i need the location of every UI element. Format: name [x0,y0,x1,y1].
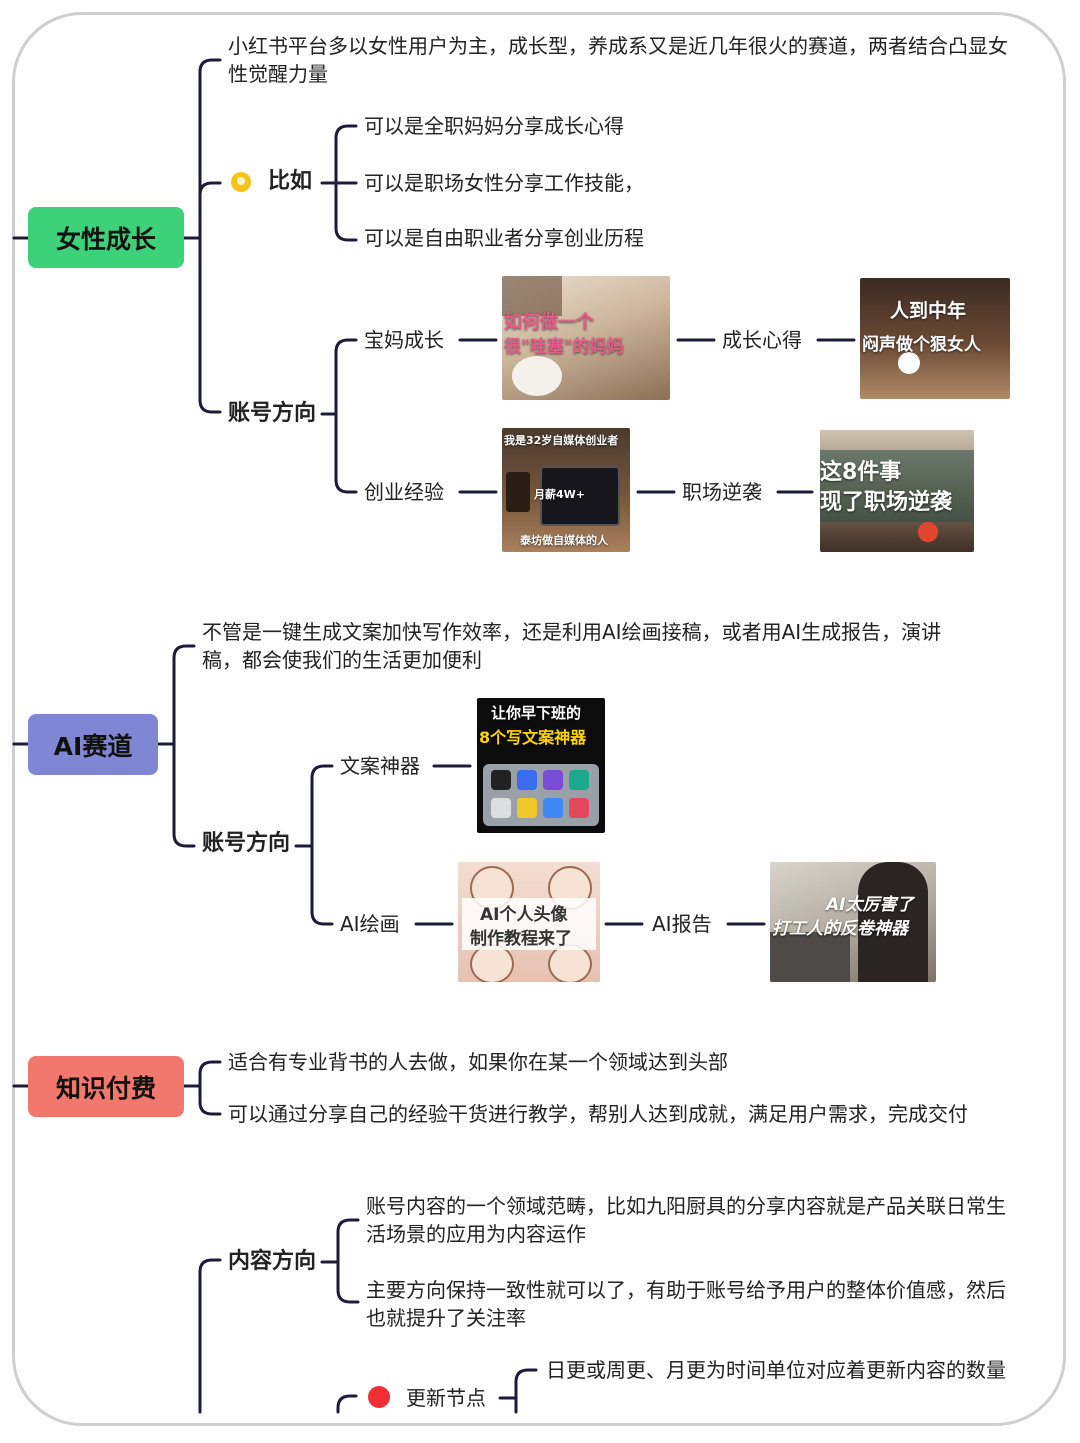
example-label: 比如 [268,169,313,194]
thumbnail-growth-insights[interactable]: 人到中年 闷声做个狠女人 [860,278,1010,399]
root-label: 知识付费 [55,1073,156,1103]
branch-label-mom-growth: 宝妈成长 [364,328,444,352]
example-item: 可以是自由职业者分享创业历程 [364,226,644,250]
thumbnail-career-comeback[interactable]: 这8件事 现了职场逆袭 [820,430,974,552]
thumbnail-startup-experience[interactable]: 我是32岁自媒体创业者 月薪4W+ 泰坊做自媒体的人 [502,428,630,552]
thumbnail-copywriting-tools[interactable]: 让你早下班的 8个写文案神器 [477,698,605,833]
thumbnail-caption: 闷声做个狠女人 [862,335,981,355]
female-intro-text: 小红书平台多以女性用户为主，成长型，养成系又是近几年很火的赛道，两者结合凸显女性… [228,34,1008,86]
thumbnail-ai-report[interactable]: AI太厉害了 打工人的反卷神器 [770,862,936,982]
node-ai-report: AI报告 [652,912,712,936]
ai-intro-text: 不管是一键生成文案加快写作效率，还是利用AI绘画接稿，或者用AI生成报告，演讲稿… [202,620,942,672]
account-direction-label: 账号方向 [228,401,317,426]
thumbnail-caption: 如何做一个 [504,312,594,333]
thumbnail-caption: 制作教程来了 [470,929,572,949]
thumbnail-caption: 月薪4W+ [534,488,586,501]
thumbnail-caption: 现了职场逆袭 [820,490,953,515]
root-node-ai-track[interactable]: AI赛道 [28,714,158,775]
thumbnail-caption: AI太厉害了 [826,895,914,915]
content-direction-label: 内容方向 [228,1249,317,1274]
thumbnail-caption: 我是32岁自媒体创业者 [504,434,619,447]
root-label: AI赛道 [53,731,133,761]
red-dot-icon [368,1386,390,1408]
content-item: 账号内容的一个领域范畴，比如九阳厨具的分享内容就是产品关联日常生活场景的应用为内… [366,1194,1006,1246]
thumbnail-caption: 很"哇塞"的妈妈 [504,337,624,357]
branch-label-ai-drawing: AI绘画 [340,912,400,936]
update-node-label: 更新节点 [406,1386,486,1410]
root-label: 女性成长 [55,224,156,254]
example-item: 可以是职场女性分享工作技能， [364,171,644,195]
knowledge-item: 适合有专业背书的人去做，如果你在某一个领域达到头部 [228,1050,728,1074]
thumbnail-caption: AI个人头像 [480,905,568,925]
branch-label-copywriting-tools: 文案神器 [340,754,420,778]
thumbnail-caption: 泰坊做自媒体的人 [520,534,608,547]
knowledge-item: 可以通过分享自己的经验干货进行教学，帮别人达到成就，满足用户需求，完成交付 [228,1102,968,1126]
thumbnail-caption: 打工人的反卷神器 [772,919,908,939]
example-item: 可以是全职妈妈分享成长心得 [364,114,624,138]
root-node-knowledge-paid[interactable]: 知识付费 [28,1056,184,1117]
thumbnail-caption: 这8件事 [820,460,902,485]
content-item: 主要方向保持一致性就可以了，有助于账号给予用户的整体价值感，然后也就提升了关注率 [366,1278,1006,1330]
node-growth-insights: 成长心得 [722,328,802,352]
thumbnail-caption: 人到中年 [890,300,967,322]
root-node-female-growth[interactable]: 女性成长 [28,207,184,268]
thumbnail-mom-growth[interactable]: 如何做一个 很"哇塞"的妈妈 [502,276,670,400]
thumbnail-ai-drawing[interactable]: AI个人头像 制作教程来了 [458,862,600,982]
thumbnail-caption: 让你早下班的 [491,704,582,722]
lightbulb-icon [231,172,251,192]
update-item: 日更或周更、月更为时间单位对应着更新内容的数量 [546,1358,1006,1382]
node-career-comeback: 职场逆袭 [682,480,762,504]
thumbnail-caption: 8个写文案神器 [479,728,587,747]
account-direction-label: 账号方向 [202,831,291,856]
branch-label-startup-experience: 创业经验 [364,480,444,504]
